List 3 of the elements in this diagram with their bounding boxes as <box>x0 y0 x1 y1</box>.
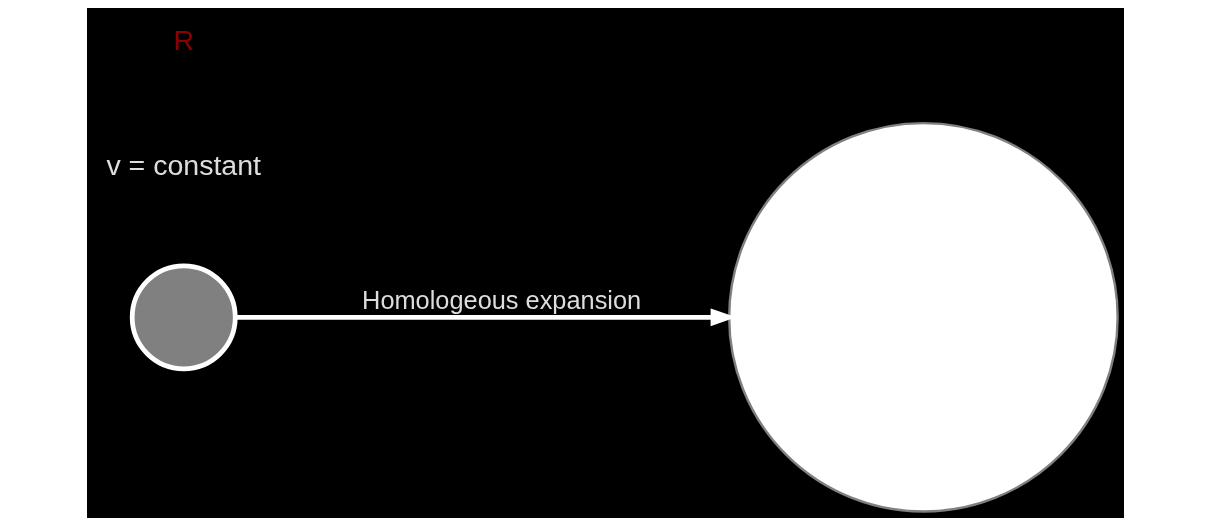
label: v = constant <box>106 149 262 182</box>
edge-label: Homologeous expansion <box>362 286 642 315</box>
label: R <box>173 23 195 56</box>
